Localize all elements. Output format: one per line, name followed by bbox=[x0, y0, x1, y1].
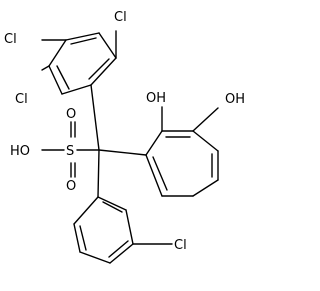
oxygen-label-top: O bbox=[66, 107, 76, 122]
structure-diagram: Cl Cl Cl OH OH HO S O O Cl bbox=[4, 10, 245, 264]
dihydroxyphenyl-ring bbox=[145, 130, 219, 197]
oxygen-label-bottom: O bbox=[66, 179, 76, 194]
central-bonds bbox=[41, 30, 219, 245]
cl-label-upper-left: Cl bbox=[4, 32, 17, 47]
cl-label-lower-left: Cl bbox=[15, 92, 28, 107]
cl-label-top-right: Cl bbox=[114, 10, 127, 25]
molecule-canvas: Cl Cl Cl OH OH HO S O O Cl bbox=[4, 10, 246, 264]
ho-label-sulfonic: HO bbox=[10, 144, 30, 159]
oh-label-right: OH bbox=[225, 92, 245, 107]
trichlorophenyl-ring bbox=[48, 32, 117, 95]
oh-label-upper: OH bbox=[146, 91, 166, 106]
atom-labels: Cl Cl Cl OH OH HO S O O Cl bbox=[4, 10, 245, 253]
cl-label-bottom: Cl bbox=[174, 238, 187, 253]
sulfur-label: S bbox=[66, 144, 74, 159]
chlorophenyl-ring bbox=[73, 196, 134, 264]
